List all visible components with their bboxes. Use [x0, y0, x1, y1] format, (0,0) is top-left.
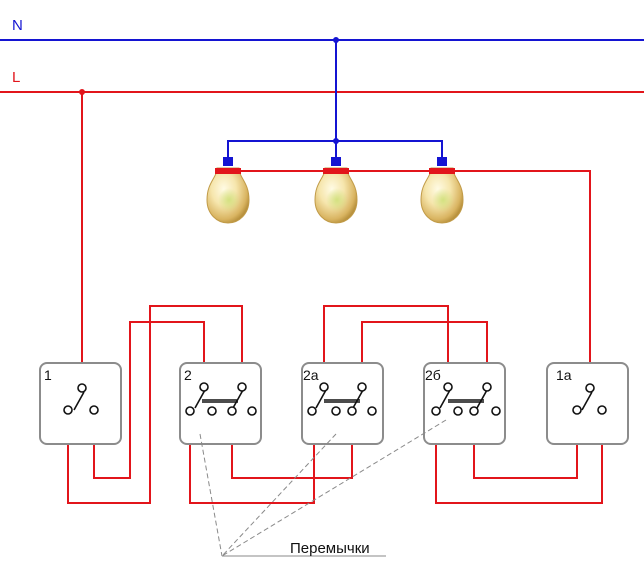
- jumpers-caption: Перемычки: [290, 540, 370, 557]
- switch-label: 2б: [425, 367, 441, 383]
- lamp: [206, 157, 250, 224]
- switch-label: 1: [44, 367, 52, 383]
- lamp: [314, 157, 358, 224]
- switch-2: 2: [179, 362, 262, 445]
- switch-1a: 1а: [546, 362, 629, 445]
- neutral-junction: [333, 37, 339, 43]
- live-label: L: [12, 69, 20, 86]
- jumpers-callout: Перемычки: [199, 419, 447, 557]
- switch-2a: 2а: [301, 362, 384, 445]
- live-junction: [79, 89, 85, 95]
- neutral-label: N: [12, 17, 23, 34]
- supply-lines: N L: [0, 17, 644, 93]
- switch-label: 1а: [556, 367, 572, 383]
- switch-1: 1: [39, 362, 122, 445]
- lamps: [206, 157, 464, 224]
- lamp: [420, 157, 464, 224]
- neutral-junction: [333, 138, 339, 144]
- switch-2b: 2б: [423, 362, 506, 445]
- switch-label: 2а: [303, 367, 319, 383]
- switch-boxes: 1 2 2а: [39, 362, 629, 445]
- switch-label: 2: [184, 367, 192, 383]
- neutral-wiring: [227, 37, 443, 164]
